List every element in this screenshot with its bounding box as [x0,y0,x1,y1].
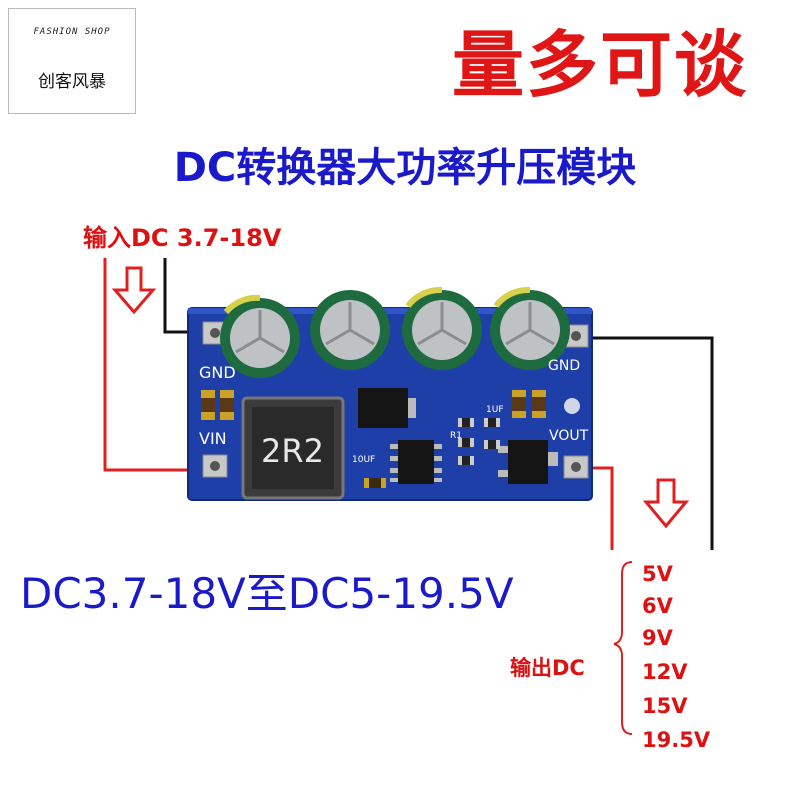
output-positive-wire [590,466,614,550]
pcb-gnd-right-label: GND [548,358,580,374]
pcb-1uf-label: 1UF [486,405,504,415]
capacitor-2 [310,290,390,370]
mounting-hole [564,398,580,414]
output-voltage-15v: 15V [642,694,688,718]
input-positive-wire [103,258,210,472]
pcb-vout-label: VOUT [549,428,589,444]
pcb-r1-label: R1 [450,431,462,441]
output-arrow-icon [642,478,690,529]
capacitor-1 [220,294,300,378]
output-voltage-19-5v: 19.5V [642,728,711,752]
pcb-gnd-left-label: GND [199,363,236,382]
inductor-label: 2R2 [261,432,324,470]
output-label: 输出DC [510,656,585,680]
pcb-vin-label: VIN [199,429,227,448]
product-title: DC转换器大功率升压模块 [173,145,637,191]
promo-text: 量多可谈 [451,23,748,107]
pcb-10uf-label: 10UF [352,455,375,465]
input-label: 输入DC 3.7-18V [83,224,282,252]
output-gnd-wire [578,336,714,550]
voltage-range-text: DC3.7-18V至DC5-19.5V [20,569,514,618]
shop-logo: FASHION SHOP 创客风暴 [8,8,136,114]
input-arrow-icon [111,266,157,315]
regulator-chip [508,440,548,484]
controller-chip [398,440,434,484]
logo-shop-text: FASHION SHOP [33,27,111,37]
output-brace [613,561,633,735]
output-voltage-12v: 12V [642,660,688,684]
output-voltage-9v: 9V [642,626,673,650]
mosfet-chip [358,388,408,428]
logo-brand-text: 创客风暴 [38,72,106,92]
output-voltage-5v: 5V [642,562,673,586]
capacitor-3 [402,286,482,370]
output-voltage-6v: 6V [642,594,673,618]
capacitor-4 [490,286,570,370]
